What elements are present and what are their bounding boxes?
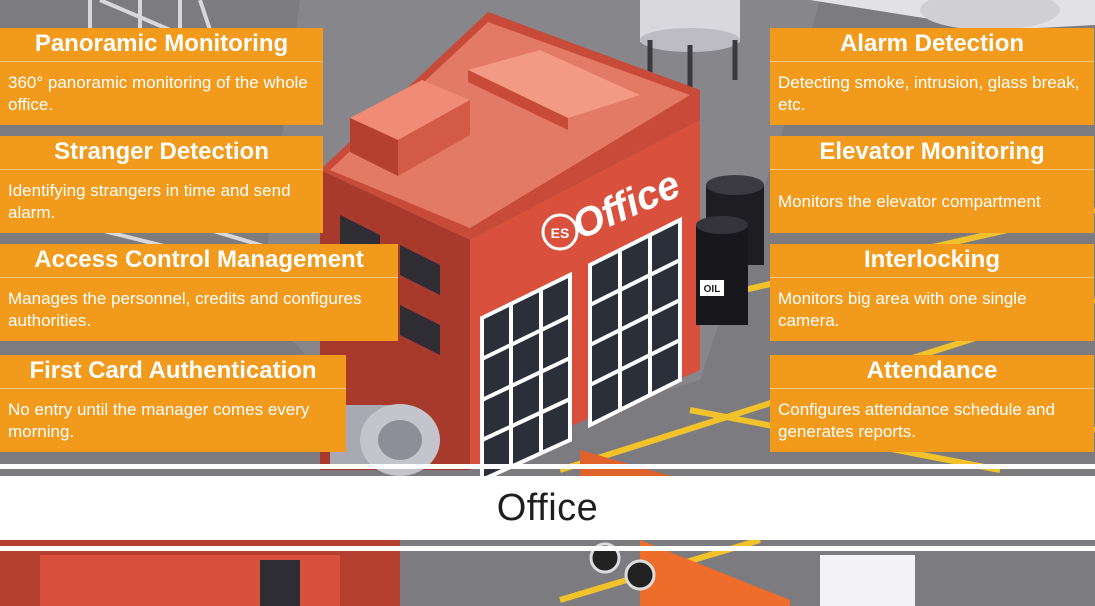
feature-description: Monitors the elevator compartment — [778, 191, 1041, 211]
feature-description: No entry until the manager comes every m… — [8, 399, 310, 441]
oil-barrels: OIL — [696, 175, 764, 325]
feature-description: Monitors big area with one single camera… — [778, 288, 1027, 330]
feature-card-alarm-detection: Alarm Detection Detecting smoke, intrusi… — [770, 28, 1094, 125]
feature-card-attendance: Attendance Configures attendance schedul… — [770, 355, 1094, 452]
feature-description: 360° panoramic monitoring of the whole o… — [8, 72, 308, 114]
section-banner: Office — [0, 476, 1095, 540]
feature-title: Panoramic Monitoring — [0, 28, 323, 62]
feature-title: Alarm Detection — [770, 28, 1094, 62]
feature-description: Manages the personnel, credits and confi… — [8, 288, 362, 330]
banner-stripe-top — [0, 464, 1095, 469]
feature-description: Detecting smoke, intrusion, glass break,… — [778, 72, 1080, 114]
feature-title: Attendance — [770, 355, 1094, 389]
logo-text: ES — [551, 225, 570, 241]
feature-card-access-control-management: Access Control Management Manages the pe… — [0, 244, 398, 341]
banner-label: Office — [496, 486, 599, 529]
feature-card-stranger-detection: Stranger Detection Identifying strangers… — [0, 136, 323, 233]
feature-description: Identifying strangers in time and send a… — [8, 180, 291, 222]
feature-card-elevator-monitoring: Elevator Monitoring Monitors the elevato… — [770, 136, 1094, 233]
feature-title: Access Control Management — [0, 244, 398, 278]
feature-card-panoramic-monitoring: Panoramic Monitoring 360° panoramic moni… — [0, 28, 323, 125]
feature-description: Configures attendance schedule and gener… — [778, 399, 1055, 441]
barrel-label: OIL — [704, 284, 721, 295]
feature-card-first-card-authentication: First Card Authentication No entry until… — [0, 355, 346, 452]
office-building: ES Office — [320, 12, 700, 484]
feature-card-interlocking: Interlocking Monitors big area with one … — [770, 244, 1094, 341]
banner-stripe-bottom — [0, 546, 1095, 551]
feature-title: First Card Authentication — [0, 355, 346, 389]
feature-title: Interlocking — [770, 244, 1094, 278]
feature-title: Elevator Monitoring — [770, 136, 1094, 170]
logo-icon — [541, 213, 579, 251]
water-tank — [640, 0, 740, 95]
feature-title: Stranger Detection — [0, 136, 323, 170]
